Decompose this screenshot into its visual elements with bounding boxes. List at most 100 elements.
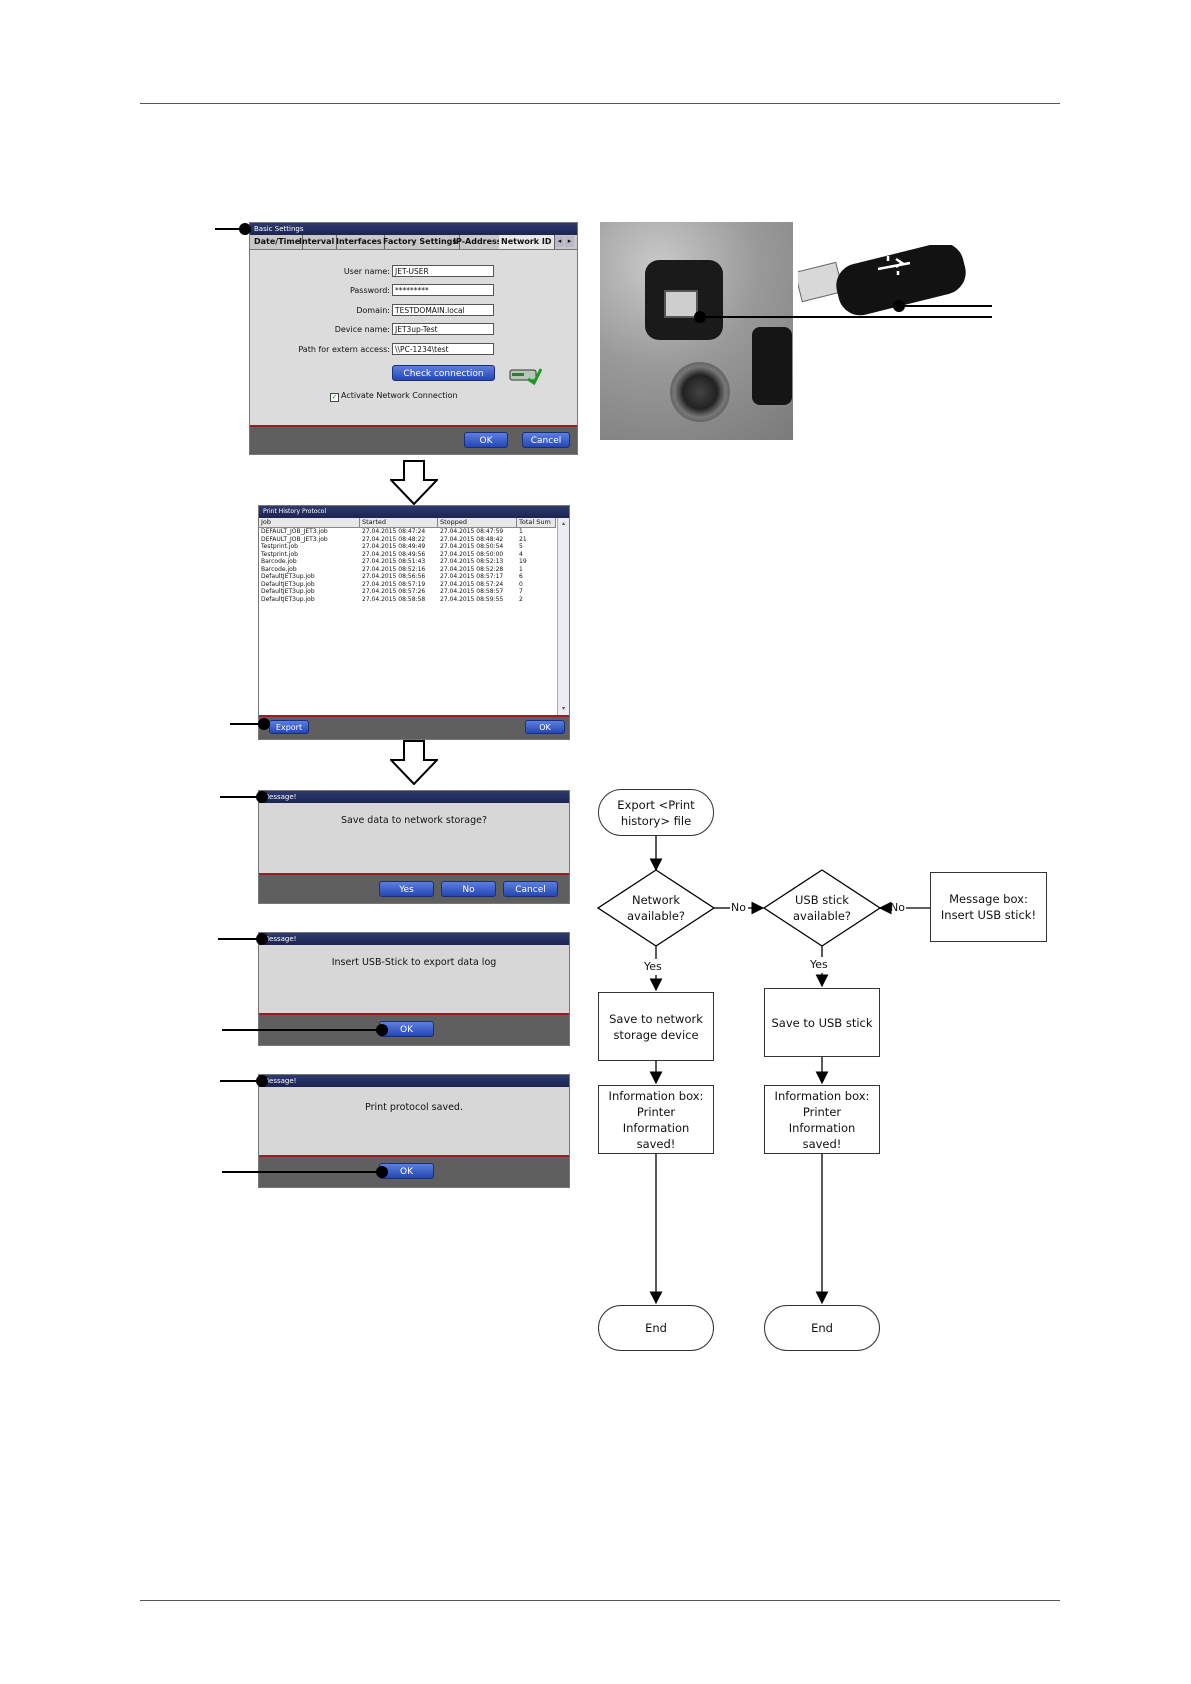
dialog-title: Message! (259, 1075, 569, 1087)
message-saved-dialog: Message! Print protocol saved. OK (258, 1074, 570, 1188)
dialog-footer: Yes No Cancel (259, 873, 569, 903)
tab-date-time[interactable]: Date/Time (252, 235, 304, 249)
tab-interfaces[interactable]: Interfaces (334, 235, 385, 249)
tab-interval[interactable]: Interval (297, 235, 338, 249)
export-button[interactable]: Export (269, 720, 309, 734)
field-row-domain: Domain: TESTDOMAIN.local (250, 304, 577, 318)
ok-button[interactable]: OK (525, 720, 565, 734)
field-row-path: Path for extern access: \\PC-1234\test (250, 343, 577, 357)
callout-line-message-saved (220, 1080, 262, 1082)
tab-scroll-right-icon[interactable]: ▸ (565, 236, 574, 247)
message-text: Save data to network storage? (340, 815, 488, 826)
callout-dot-settings (239, 223, 251, 235)
settings-tab-bar: Date/Time Interval Interfaces Factory Se… (250, 235, 577, 250)
network-drive-icon (509, 368, 542, 385)
flow-save-usb: Save to USB stick (764, 988, 880, 1057)
dialog-title: Message! (259, 791, 569, 803)
tab-factory-settings[interactable]: Factory Settings (381, 235, 461, 249)
flow-end-network: End (598, 1305, 714, 1351)
decision-usb-shape (762, 869, 882, 947)
callout-dot-usb-stick (893, 300, 905, 312)
path-input[interactable]: \\PC-1234\test (392, 343, 494, 355)
print-history-dialog: Print History Protocol Job Started Stopp… (258, 505, 570, 740)
column-header-started[interactable]: Started (360, 518, 438, 527)
flow-save-network: Save to network storage device (598, 992, 714, 1061)
user-name-input[interactable]: JET-USER (392, 265, 494, 277)
dialog-footer: Export OK (259, 715, 569, 739)
activate-network-label: Activate Network Connection (341, 391, 458, 400)
footer-rule (140, 1600, 1060, 1601)
cancel-button[interactable]: Cancel (522, 432, 570, 448)
field-label: Domain: (356, 306, 390, 315)
field-label: User name: (343, 267, 390, 276)
column-header-total-sum[interactable]: Total Sum (517, 518, 556, 527)
flow-decision-usb: USB stick available? (792, 893, 851, 923)
usb-port-photo (600, 222, 793, 440)
scroll-down-icon[interactable]: ▾ (561, 705, 565, 712)
field-row-device-name: Device name: JET3up-Test (250, 323, 577, 337)
check-connection-button[interactable]: Check connection (392, 365, 495, 381)
callout-line-saved-ok (222, 1171, 382, 1173)
password-input[interactable]: ********* (392, 284, 494, 296)
field-row-password: Password: ********* (250, 284, 577, 298)
callout-line-usb-ok (222, 1029, 382, 1031)
callout-dot-message-network (256, 791, 268, 803)
vertical-scrollbar[interactable]: ▴ ▾ (557, 518, 569, 715)
message-network-dialog: Message! Save data to network storage? Y… (258, 790, 570, 904)
domain-input[interactable]: TESTDOMAIN.local (392, 304, 494, 316)
flow-end-usb: End (764, 1305, 880, 1351)
flow-label-no-2: No (890, 901, 905, 914)
column-header-job[interactable]: Job (259, 518, 360, 527)
callout-line-message-network (220, 796, 262, 798)
callout-dot-message-saved (256, 1075, 268, 1087)
flow-decision-network: Network available? (626, 893, 685, 923)
callout-line-usb-stick (899, 305, 992, 307)
round-connector (670, 362, 730, 422)
field-label: Device name: (334, 325, 390, 334)
ok-button[interactable]: OK (464, 432, 508, 448)
down-arrow-icon (390, 460, 438, 505)
basic-settings-dialog: Basic Settings Date/Time Interval Interf… (249, 222, 578, 455)
field-row-user-name: User name: JET-USER (250, 265, 577, 279)
callout-line-export (230, 723, 264, 725)
cancel-button[interactable]: Cancel (503, 881, 558, 897)
header-rule (140, 103, 1060, 104)
callout-dot-usb-port (694, 311, 706, 323)
callout-dot-export (258, 718, 270, 730)
flow-label-yes-2: Yes (810, 958, 828, 971)
callout-line-usb-port (700, 316, 992, 318)
scroll-up-icon[interactable]: ▴ (561, 520, 565, 527)
usb-socket-port (664, 290, 698, 318)
callout-dot-message-usb (256, 933, 268, 945)
flow-info-network: Information box: Printer Information sav… (598, 1085, 714, 1154)
activate-network-checkbox[interactable]: ✓ (330, 393, 339, 402)
no-button[interactable]: No (441, 881, 496, 897)
yes-button[interactable]: Yes (379, 881, 434, 897)
history-table-header: Job Started Stopped Total Sum (259, 518, 556, 528)
message-text: Print protocol saved. (365, 1102, 463, 1113)
flow-info-usb: Information box: Printer Information sav… (764, 1085, 880, 1154)
flow-message-insert-usb: Message box: Insert USB stick! (930, 872, 1047, 942)
side-cable-gland (752, 327, 792, 405)
column-header-stopped[interactable]: Stopped (438, 518, 517, 527)
tab-network-id[interactable]: Network ID (499, 235, 555, 249)
flow-start-export: Export <Print history> file (598, 789, 714, 836)
field-label: Path for extern access: (298, 345, 390, 354)
dialog-title: Print History Protocol (259, 506, 569, 518)
down-arrow-icon (390, 740, 438, 785)
flow-label-no-1: No (731, 901, 746, 914)
device-name-input[interactable]: JET3up-Test (392, 323, 494, 335)
tab-scroll-left-icon[interactable]: ◂ (555, 236, 564, 247)
decision-network-shape (596, 869, 716, 947)
